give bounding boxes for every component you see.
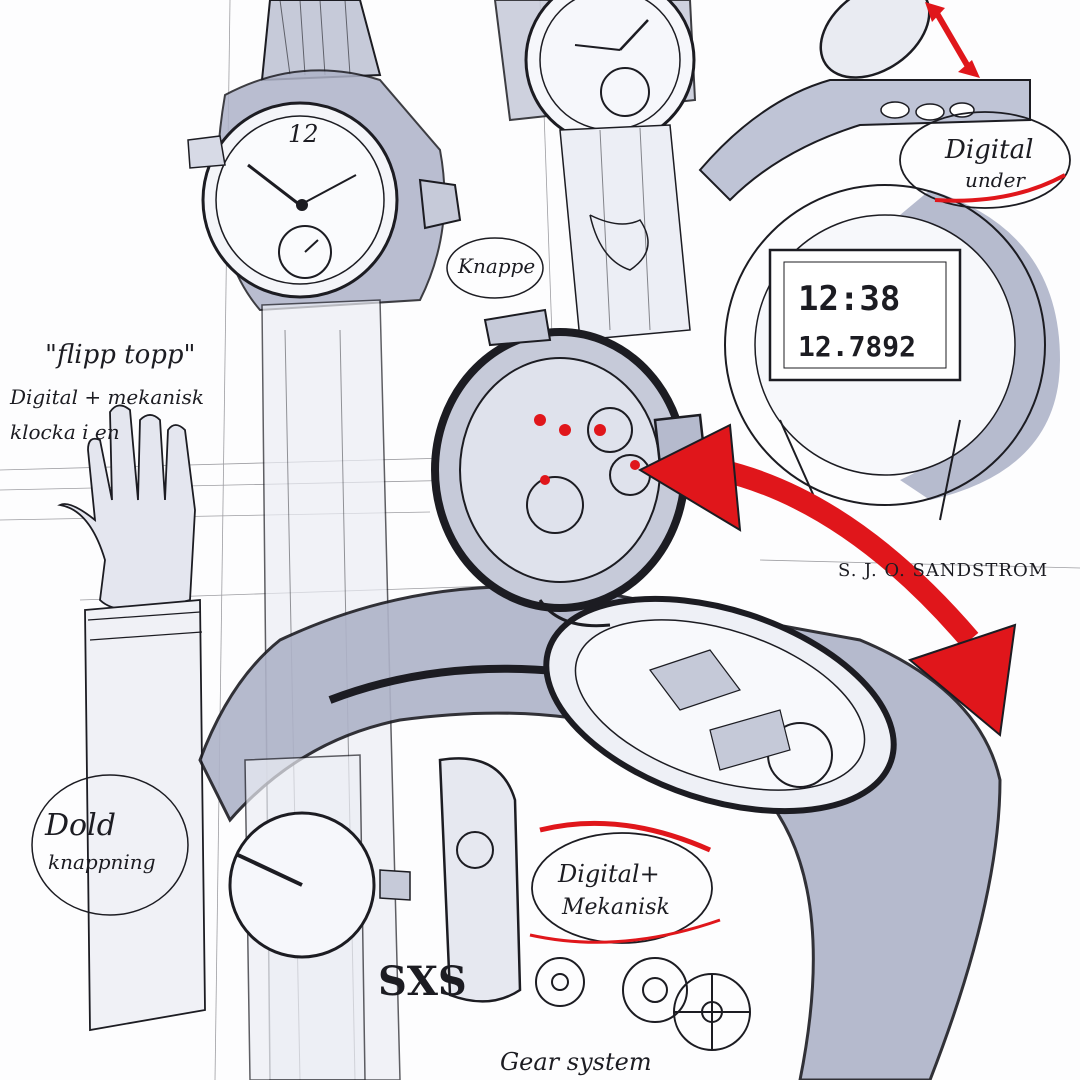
bottom-note: Gear system bbox=[500, 1048, 652, 1076]
dold-label-2: knappning bbox=[48, 850, 156, 874]
digital-under-bubble bbox=[899, 111, 1071, 209]
watch-sketch-bottom-left bbox=[228, 754, 411, 1080]
digital-mekanisk-bubble bbox=[529, 820, 721, 944]
artist-signature: S. J. O. SANDSTROM bbox=[838, 560, 1049, 581]
flip-top-line2: klocka i en bbox=[10, 420, 120, 444]
flip-top-line1: Digital + mekanisk bbox=[10, 385, 204, 409]
lcd-date: 12.7892 bbox=[798, 330, 916, 363]
knappe-label: Knappe bbox=[458, 254, 536, 278]
digital-under-label-2: under bbox=[965, 168, 1025, 192]
digital-mekanisk-label-1: Digital+ bbox=[558, 860, 660, 888]
watch-sketch-top-center bbox=[493, 0, 697, 341]
dold-label-1: Dold bbox=[45, 808, 116, 843]
flip-top-watch-sketch bbox=[198, 308, 1002, 1080]
dold-knappning-bubble bbox=[31, 774, 189, 916]
digital-watch-sketch: 12:38 12.7892 bbox=[724, 184, 1060, 521]
hand-sketch bbox=[57, 404, 206, 1032]
flip-top-title: "flipp topp" bbox=[45, 340, 196, 370]
knappe-bubble bbox=[446, 237, 544, 299]
watch-sketch-bottom-side bbox=[438, 757, 522, 1003]
digital-mekanisk-label-2: Mekanisk bbox=[562, 895, 670, 920]
lcd-time: 12:38 bbox=[798, 279, 900, 319]
digital-under-label-1: Digital bbox=[945, 135, 1034, 165]
sxs-logo: SXS bbox=[378, 958, 467, 1005]
dial-number-12: 12 bbox=[288, 120, 319, 148]
red-rotation-arrow bbox=[637, 423, 1017, 737]
watch-sketch-top-right bbox=[698, 0, 1031, 202]
gear-sketches bbox=[535, 957, 751, 1051]
